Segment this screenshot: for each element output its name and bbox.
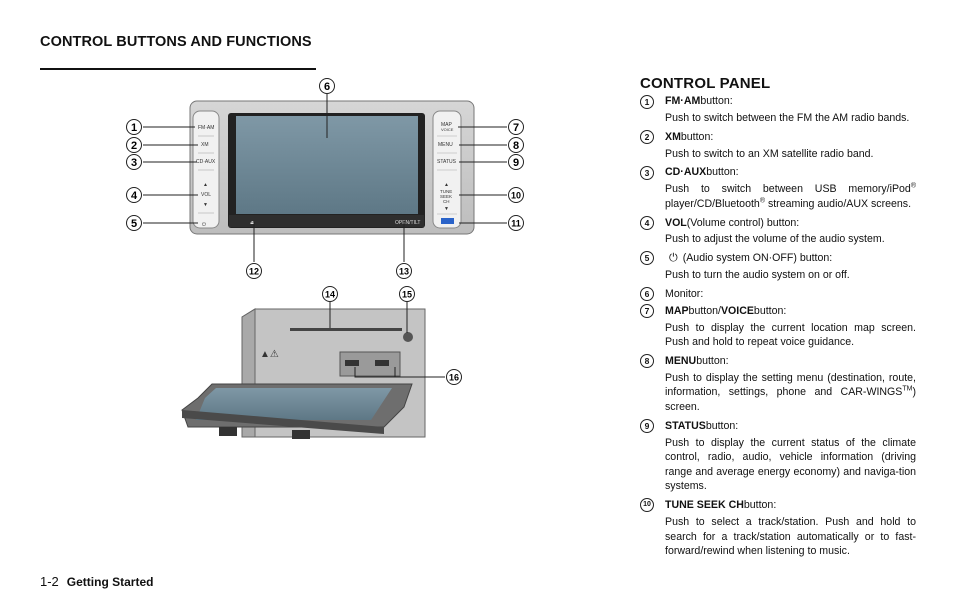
btn-menu-label: MENU	[438, 142, 453, 148]
callout-9: 9	[513, 157, 519, 169]
btn-vol-label: VOL	[201, 192, 211, 198]
panel-title: CONTROL PANEL	[640, 75, 771, 92]
btn-voice-label: VOICE	[441, 127, 454, 132]
btn-map-label: MAP	[441, 122, 453, 128]
head-unit-front: OPEN/TILT ⏏ FM·AM XM CD·AUX VOL ▲ ▼ ⏻ MA…	[189, 100, 475, 235]
btn-seek-label: SEEK	[440, 194, 452, 199]
callout-3: 3	[131, 157, 137, 169]
callout-6: 6	[324, 81, 330, 93]
callout-1: 1	[131, 122, 137, 134]
power-button-icon: ⏻	[202, 222, 206, 228]
power-icon: ⏻	[669, 252, 678, 265]
callout-5: 5	[131, 218, 137, 230]
eject-icon: ⏏	[250, 220, 255, 226]
warning-icon: ▲⚠	[260, 349, 279, 360]
callout-4: 4	[131, 190, 138, 202]
callout-11: 11	[511, 219, 521, 229]
btn-status-label: STATUS	[437, 159, 457, 165]
open-tilt-label: OPEN/TILT	[395, 220, 420, 226]
callout-10: 10	[511, 191, 521, 201]
page-number: 1-2	[40, 574, 59, 589]
section-rule	[40, 68, 316, 70]
vol-down-icon: ▼	[203, 202, 208, 208]
tune-up-icon: ▲	[444, 182, 449, 188]
vol-up-icon: ▲	[203, 182, 208, 188]
callout-14: 14	[325, 290, 335, 300]
btn-fmam-label: FM·AM	[198, 125, 214, 131]
btn-tune-label: TUNE	[440, 189, 452, 194]
callout-13: 13	[399, 267, 409, 277]
page-footer: 1-2 Getting Started	[40, 574, 153, 589]
callout-15: 15	[402, 290, 412, 300]
list-item: 5⏻(Audio system ON·OFF) button: Push to …	[640, 251, 916, 283]
callouts: 1 2 3 4 5 6 7 8 9 10 11 12 13 14 15 16	[126, 78, 524, 385]
item-number: 1	[640, 94, 654, 109]
tune-down-icon: ▼	[444, 206, 449, 212]
item-name: FM·AM	[665, 95, 701, 108]
callout-2: 2	[131, 140, 137, 152]
btn-xm-label: XM	[201, 142, 209, 148]
callout-7: 7	[513, 122, 519, 134]
callout-8: 8	[513, 140, 519, 152]
section-title: CONTROL BUTTONS AND FUNCTIONS	[40, 34, 312, 50]
head-unit-open: ▲⚠	[181, 308, 426, 439]
leader-lines	[143, 94, 507, 378]
btn-ch-label: CH	[443, 199, 450, 204]
btn-cdaux-label: CD·AUX	[196, 159, 216, 165]
blue-button	[441, 218, 454, 224]
callout-16: 16	[449, 373, 459, 383]
item-desc: Push to switch between the FM the AM rad…	[665, 112, 910, 124]
callout-12: 12	[249, 267, 259, 277]
footer-title: Getting Started	[66, 575, 154, 589]
